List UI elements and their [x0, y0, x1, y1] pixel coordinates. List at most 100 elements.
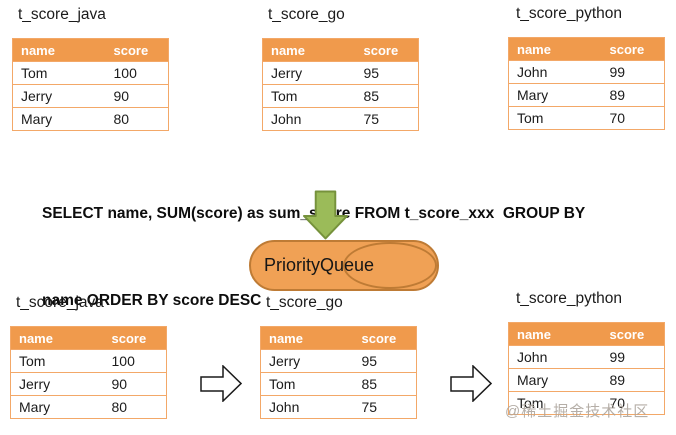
- cell-score: 80: [103, 395, 167, 419]
- cell-score: 70: [601, 106, 665, 130]
- cell-name: Mary: [508, 83, 602, 107]
- queue-cylinder-end: [343, 242, 437, 289]
- down-arrow-icon: [303, 190, 348, 240]
- sql-line-1: SELECT name, SUM(score) as sum_score FRO…: [42, 205, 586, 222]
- col-header-score: score: [105, 38, 169, 62]
- cell-name: Mary: [12, 107, 106, 131]
- cell-score: 90: [105, 84, 169, 108]
- sql-statement: SELECT name, SUM(score) as sum_score FRO…: [42, 141, 652, 373]
- cell-name: Mary: [10, 395, 104, 419]
- cell-score: 99: [601, 345, 665, 369]
- col-header-score: score: [355, 38, 419, 62]
- sql-line-2: name ORDER BY score DESC: [42, 292, 262, 309]
- table-header-row: name score: [260, 326, 417, 350]
- table-header-row: name score: [262, 38, 419, 62]
- cell-name: John: [508, 345, 602, 369]
- cell-name: Jerry: [260, 349, 354, 373]
- cell-score: 75: [353, 395, 417, 419]
- cell-score: 89: [601, 83, 665, 107]
- table-header-row: name score: [12, 38, 169, 62]
- cell-name: Tom: [508, 106, 602, 130]
- cell-name: John: [508, 60, 602, 84]
- cell-name: Tom: [10, 349, 104, 373]
- cell-score: 75: [355, 107, 419, 131]
- cell-name: Mary: [508, 368, 602, 392]
- cell-score: 95: [353, 349, 417, 373]
- cell-name: Tom: [260, 372, 354, 396]
- cell-name: Jerry: [262, 61, 356, 85]
- table-title-bottom-go: t_score_go: [266, 294, 343, 311]
- col-header-name: name: [10, 326, 104, 350]
- watermark: @稀土掘金技术社区: [505, 403, 650, 420]
- table-title-top-go: t_score_go: [268, 6, 345, 23]
- priority-queue-label: PriorityQueue: [264, 255, 375, 275]
- col-header-score: score: [353, 326, 417, 350]
- cell-name: Tom: [508, 391, 602, 415]
- cell-score: 85: [353, 372, 417, 396]
- col-header-name: name: [508, 37, 602, 61]
- cell-name: Jerry: [12, 84, 106, 108]
- cell-score: 89: [601, 368, 665, 392]
- table-header-row: name score: [508, 37, 665, 61]
- cell-name: Jerry: [10, 372, 104, 396]
- table-header-row: name score: [508, 322, 665, 346]
- col-header-name: name: [260, 326, 354, 350]
- cell-score: 100: [105, 61, 169, 85]
- col-header-score: score: [601, 37, 665, 61]
- col-header-name: name: [12, 38, 106, 62]
- cell-score: 70: [601, 391, 665, 415]
- col-header-name: name: [262, 38, 356, 62]
- cell-name: John: [262, 107, 356, 131]
- priority-queue-shape: PriorityQueue: [249, 240, 439, 291]
- col-header-score: score: [103, 326, 167, 350]
- cell-name: John: [260, 395, 354, 419]
- cell-score: 90: [103, 372, 167, 396]
- right-arrow-icon: [450, 365, 492, 402]
- cell-score: 80: [105, 107, 169, 131]
- cell-name: Tom: [262, 84, 356, 108]
- cell-score: 95: [355, 61, 419, 85]
- cell-score: 85: [355, 84, 419, 108]
- table-header-row: name score: [10, 326, 167, 350]
- cell-score: 100: [103, 349, 167, 373]
- table-title-top-java: t_score_java: [18, 6, 106, 23]
- cell-score: 99: [601, 60, 665, 84]
- table-title-bottom-java: t_score_java: [16, 294, 104, 311]
- table-title-top-python: t_score_python: [516, 5, 622, 22]
- col-header-name: name: [508, 322, 602, 346]
- col-header-score: score: [601, 322, 665, 346]
- cell-name: Tom: [12, 61, 106, 85]
- right-arrow-icon: [200, 365, 242, 402]
